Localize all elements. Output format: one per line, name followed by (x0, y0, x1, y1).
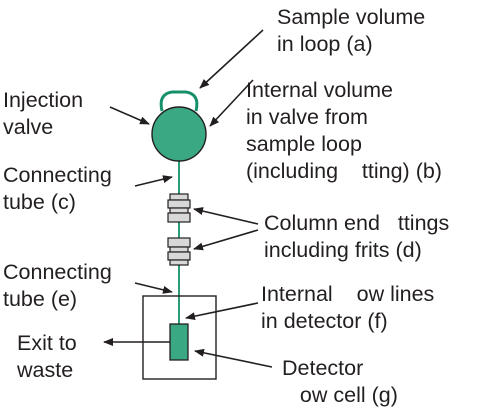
label-detector-flow-cell: Detector ow cell (g) (282, 356, 398, 407)
label-connecting-tube-e: Connecting tube (e) (0, 0, 154, 311)
label-sample-volume: Sample volume in loop (a) (0, 0, 467, 56)
arrow-to-connecting-tube-c (134, 175, 173, 187)
arrow-to-connecting-tube-e (134, 282, 173, 294)
arrow-to-detector-flow-cell (194, 348, 273, 368)
arrow-to-sample-loop (199, 29, 264, 89)
detector-box (142, 295, 217, 380)
label-injection-valve: Injection valve (0, 0, 125, 139)
arrow-to-lower-fitting (193, 229, 259, 251)
label-exit-to-waste: Exit to waste (0, 0, 119, 382)
label-column-end-fittings: Column end ttings including frits (d) (264, 211, 449, 262)
arrow-to-internal-valve-volume (209, 79, 254, 127)
arrow-to-injection-valve (109, 106, 150, 125)
column-end-fitting-lower (167, 237, 191, 266)
arrow-to-internal-flow-lines (185, 302, 259, 321)
injection-valve-circle (151, 106, 207, 162)
arrow-to-upper-fitting (193, 207, 259, 225)
sample-loop (159, 90, 199, 112)
label-internal-flow-lines: Internal ow lines in detector (f) (261, 282, 434, 333)
label-internal-volume-valve: Internal volume in valve from sample loo… (0, 0, 472, 183)
label-connecting-tube-c: Connecting tube (c) (0, 0, 154, 214)
detector-flow-cell (169, 323, 189, 361)
column-end-fitting-upper (167, 193, 191, 223)
